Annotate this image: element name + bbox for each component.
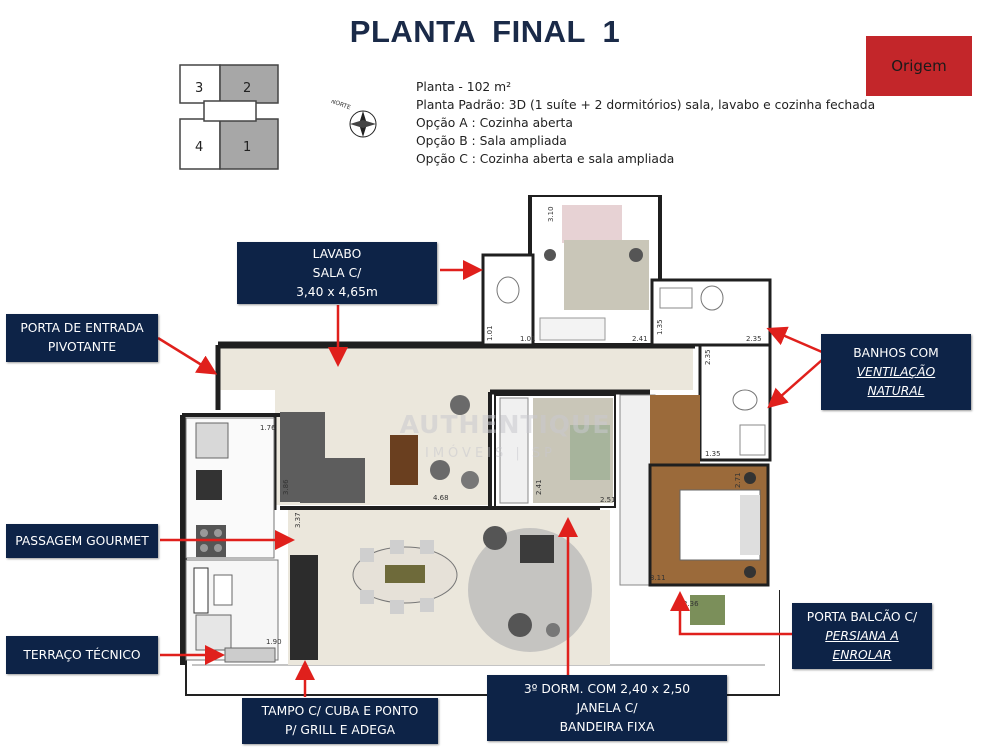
label-line: TAMPO C/ CUBA E PONTO	[261, 704, 419, 718]
dim-label: 2.41	[535, 479, 543, 495]
dim-label: 2.41	[632, 335, 648, 343]
key-unit-2: 2	[243, 81, 251, 96]
brand-logo: Origem	[866, 36, 972, 96]
compass-icon: NORTE	[330, 98, 385, 145]
label-line: VENTILAÇÃO	[856, 364, 936, 379]
dim-label: 2.71	[734, 472, 742, 488]
floor-plan: 3.10 1.01 1.01 2.41 1.35 2.35 2.35 1.35 …	[180, 195, 780, 696]
dim-label: 1.01	[520, 335, 536, 343]
dim-label: 1.76	[260, 424, 276, 432]
label-banhos: BANHOS COM VENTILAÇÃO NATURAL	[821, 334, 971, 410]
plan-standard: Planta Padrão: 3D (1 suíte + 2 dormitóri…	[416, 98, 876, 112]
dim-label: 3.11	[650, 574, 666, 582]
label-porta-balcao: PORTA BALCÃO C/ PERSIANA A ENROLAR	[792, 603, 932, 669]
key-unit-1: 1	[243, 140, 251, 155]
label-porta-entrada: PORTA DE ENTRADA PIVOTANTE	[6, 314, 158, 362]
dim-label: 1.35	[705, 450, 721, 458]
option-a: Opção A : Cozinha aberta	[416, 116, 573, 130]
dim-label: 2.35	[746, 335, 762, 343]
label-lavabo-sala: LAVABO SALA C/ 3,40 x 4,65m	[237, 242, 437, 304]
label-line: LAVABO	[312, 246, 362, 261]
label-line: JANELA C/	[576, 700, 638, 715]
dim-label: 1.01	[486, 325, 494, 341]
dim-label: 2.35	[704, 349, 712, 365]
label-line: PORTA DE ENTRADA	[20, 321, 144, 335]
plan-info: Planta - 102 m² Planta Padrão: 3D (1 suí…	[416, 78, 875, 168]
label-line: ENROLAR	[832, 647, 892, 662]
watermark: AUTHENTIQUE	[399, 410, 611, 439]
label-line: NATURAL	[867, 383, 925, 398]
label-line: 3,40 x 4,65m	[296, 284, 378, 299]
label-line: P/ GRILL E ADEGA	[284, 723, 396, 737]
label-line: PERSIANA A	[825, 628, 899, 643]
label-line: PIVOTANTE	[47, 340, 117, 354]
label-line: 3º DORM. COM 2,40 x 2,50	[523, 681, 691, 696]
key-plan: 3 2 4 1	[168, 57, 292, 185]
label-line: PASSAGEM GOURMET	[15, 533, 149, 548]
label-line: PORTA BALCÃO C/	[806, 609, 918, 624]
page-title: PLANTA FINAL 1	[349, 14, 621, 49]
key-unit-4: 4	[195, 140, 203, 155]
dim-label: 4.68	[433, 494, 449, 502]
key-unit-3: 3	[195, 81, 203, 96]
label-line: SALA C/	[312, 265, 362, 280]
dim-label: 2.36	[683, 600, 699, 608]
dim-label: 3.37	[294, 512, 302, 528]
label-tampo: TAMPO C/ CUBA E PONTO P/ GRILL E ADEGA	[242, 698, 438, 744]
label-passagem-gourmet: PASSAGEM GOURMET	[6, 524, 158, 558]
watermark-subtitle: IMÓVEIS | SP	[425, 446, 556, 461]
dim-label: 3.86	[282, 479, 290, 495]
plan-area: Planta - 102 m²	[416, 80, 512, 94]
label-line: TERRAÇO TÉCNICO	[23, 647, 141, 662]
label-line: BANDEIRA FIXA	[559, 719, 655, 734]
label-line: BANHOS COM	[853, 345, 939, 360]
dim-label: 3.10	[547, 206, 555, 222]
label-terceiro-dorm: 3º DORM. COM 2,40 x 2,50 JANELA C/ BANDE…	[487, 675, 727, 741]
brand-logo-text: Origem	[891, 57, 947, 75]
dim-label: 1.35	[656, 319, 664, 335]
option-b: Opção B : Sala ampliada	[416, 134, 567, 148]
dim-label: 2.51	[600, 496, 616, 504]
dim-label: 1.90	[266, 638, 282, 646]
label-terraco-tecnico: TERRAÇO TÉCNICO	[6, 636, 158, 674]
option-c: Opção C : Cozinha aberta e sala ampliada	[416, 152, 675, 166]
